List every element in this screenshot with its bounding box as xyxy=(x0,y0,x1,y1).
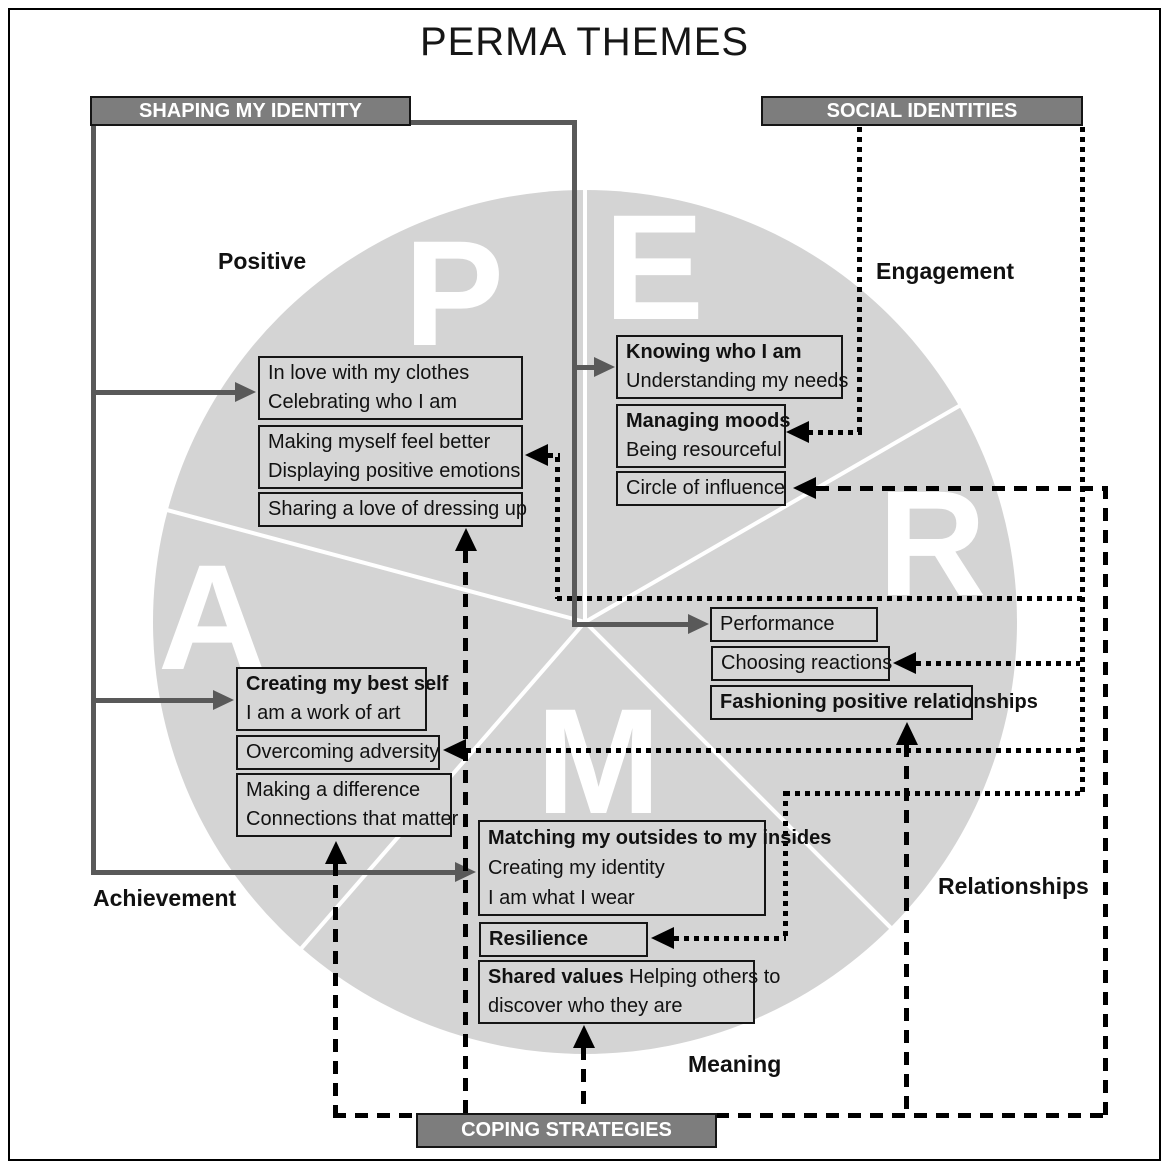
arrowhead-circle-influence xyxy=(793,477,816,499)
box-line: Connections that matter xyxy=(246,808,459,830)
label-relationships: Relationships xyxy=(938,873,1089,899)
box-line: Making myself feel better xyxy=(268,431,491,453)
box-making-difference: Making a difference Connections that mat… xyxy=(236,773,459,837)
box-line: Celebrating who I am xyxy=(268,391,457,413)
box-choosing: Choosing reactions xyxy=(711,646,893,681)
box-line: Managing moods xyxy=(626,410,791,432)
box-line: Sharing a love of dressing up xyxy=(268,498,528,520)
box-line: Fashioning positive relationships xyxy=(720,691,1038,713)
letter-p: P xyxy=(404,209,505,377)
dashed-to-circle-influence xyxy=(816,486,1106,491)
box-shared-values: Shared values Helping others to discover… xyxy=(478,960,780,1024)
box-line: In love with my clothes xyxy=(268,362,470,384)
line-shaping-to-performance xyxy=(577,622,689,627)
box-performance: Performance xyxy=(710,607,878,642)
dotted-branch-making-better xyxy=(557,596,1082,601)
box-knowing: Knowing who I am Understanding my needs xyxy=(616,335,849,399)
arrowhead-sharing xyxy=(455,528,477,551)
box-overcoming: Overcoming adversity xyxy=(236,735,440,770)
box-line: I am what I wear xyxy=(488,887,635,909)
box-line: Overcoming adversity xyxy=(246,741,440,763)
divider-p-e xyxy=(583,190,587,622)
box-making-better: Making myself feel better Displaying pos… xyxy=(258,425,523,489)
box-line: Choosing reactions xyxy=(721,652,893,674)
label-achievement: Achievement xyxy=(93,885,237,911)
box-line: I am a work of art xyxy=(246,702,401,724)
dashed-right-vertical xyxy=(1103,486,1108,1116)
arrowhead-performance xyxy=(688,614,709,634)
dotted-stub-making-better xyxy=(548,453,560,458)
page-title: PERMA THEMES xyxy=(419,20,750,64)
box-line: Creating my best self xyxy=(246,673,449,695)
arrowhead-making-difference xyxy=(325,841,347,864)
line-shaping-to-in-love xyxy=(96,390,236,395)
box-line: Being resourceful xyxy=(626,439,782,461)
box-sharing: Sharing a love of dressing up xyxy=(258,492,528,527)
dotted-to-overcoming xyxy=(466,748,1080,753)
letter-r: R xyxy=(878,459,987,627)
header-coping-strategies: COPING STRATEGIES xyxy=(416,1113,717,1148)
letter-e: E xyxy=(604,183,705,351)
dotted-social-right-vertical xyxy=(1080,127,1085,795)
box-line: Understanding my needs xyxy=(626,370,849,392)
arrowhead-knowing xyxy=(594,357,615,377)
box-resilience: Resilience xyxy=(479,922,648,957)
box-line: Performance xyxy=(720,613,835,635)
box-line: Displaying positive emotions xyxy=(268,460,521,482)
arrowhead-choosing xyxy=(893,652,916,674)
arrowhead-resilience xyxy=(651,927,674,949)
dashed-up-making-difference xyxy=(333,863,338,1115)
box-fashioning: Fashioning positive relationships xyxy=(710,685,1038,720)
dotted-down-to-resilience xyxy=(783,791,788,936)
arrowhead-creating-best xyxy=(213,690,234,710)
box-creating-best: Creating my best self I am a work of art xyxy=(236,667,449,731)
box-line: Knowing who I am xyxy=(626,341,802,363)
arrowhead-fashioning xyxy=(896,722,918,745)
line-shaping-to-knowing xyxy=(577,365,595,370)
box-line: Shared values Helping others to xyxy=(488,963,780,992)
arrowhead-shared-values xyxy=(573,1025,595,1048)
dotted-to-choosing xyxy=(916,661,1080,666)
line-shaping-to-matching xyxy=(96,870,456,875)
line-shaping-mid-vertical xyxy=(572,120,577,627)
box-line: Matching my outsides to my insides xyxy=(488,827,832,849)
line-shaping-left-vertical xyxy=(91,125,96,875)
letter-m: M xyxy=(536,677,661,845)
dashed-up-fashioning xyxy=(904,744,909,1115)
header-social-identities: SOCIAL IDENTITIES xyxy=(761,96,1083,126)
dotted-branch-resilience xyxy=(785,791,1082,796)
box-line-rest: Helping others to xyxy=(623,966,781,988)
label-positive: Positive xyxy=(218,248,307,274)
arrowhead-overcoming xyxy=(443,739,466,761)
dotted-to-managing xyxy=(808,430,862,435)
box-line: Resilience xyxy=(489,928,588,950)
line-shaping-top-horizontal xyxy=(411,120,577,125)
dashed-up-sharing xyxy=(463,550,468,1115)
label-meaning: Meaning xyxy=(688,1051,782,1077)
box-matching: Matching my outsides to my insides Creat… xyxy=(478,820,832,916)
dotted-up-to-making-better xyxy=(555,457,560,599)
box-line: Circle of influence xyxy=(626,477,785,499)
box-line: Making a difference xyxy=(246,779,421,801)
outer-frame xyxy=(8,8,1161,1161)
box-line: Creating my identity xyxy=(488,857,665,879)
arrowhead-in-love xyxy=(235,382,256,402)
line-shaping-to-creating-best xyxy=(96,698,214,703)
box-managing: Managing moods Being resourceful xyxy=(616,404,791,468)
box-line: discover who they are xyxy=(488,995,683,1017)
arrowhead-making-better xyxy=(525,444,548,466)
box-line-bold: Shared values xyxy=(488,966,624,988)
dashed-up-shared-values xyxy=(581,1047,586,1115)
dotted-to-resilience xyxy=(674,936,786,941)
dotted-social-left-vertical xyxy=(857,127,862,433)
box-in-love: In love with my clothes Celebrating who … xyxy=(258,356,523,420)
header-shaping-my-identity: SHAPING MY IDENTITY xyxy=(90,96,411,126)
label-engagement: Engagement xyxy=(876,258,1015,284)
dashed-bottom-left xyxy=(333,1113,418,1118)
dashed-bottom-right xyxy=(716,1113,1106,1118)
arrowhead-managing xyxy=(786,421,809,443)
box-circle-influence: Circle of influence xyxy=(616,471,786,506)
